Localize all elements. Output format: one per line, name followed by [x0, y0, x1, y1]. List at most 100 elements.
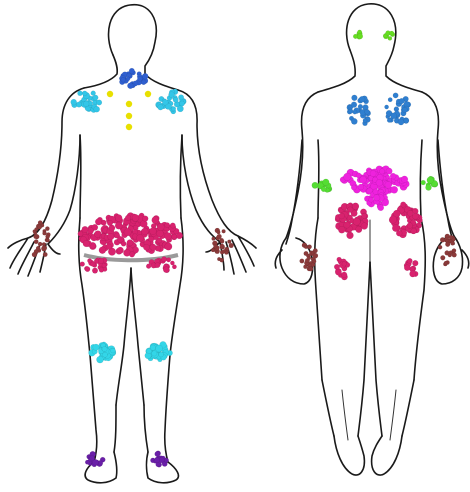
hands-dot [34, 240, 38, 244]
thighs-dot [155, 263, 160, 268]
shoulder-front-dot [94, 106, 100, 112]
buttocks-dot [389, 216, 397, 224]
buttocks-dot [407, 210, 413, 216]
buttocks-dot [338, 226, 345, 233]
hips-front-dot [127, 240, 133, 246]
neck-front-dot [129, 68, 134, 73]
hands-dot [36, 246, 40, 250]
knees-dot [102, 347, 107, 352]
back-of-head-dot [353, 34, 358, 39]
hands-dot [46, 239, 50, 243]
chest-point-dot [145, 91, 151, 97]
hips-front-marking [78, 213, 183, 258]
shoulder-front-dot [162, 99, 168, 105]
lower-back-dot [370, 170, 376, 176]
upper-back-dot [349, 109, 353, 113]
thighs-marking [80, 258, 108, 274]
thighs-dot [170, 261, 174, 265]
hands-dot [220, 244, 224, 248]
thighs-dot [99, 268, 104, 273]
hands-dot [445, 242, 450, 247]
shoulder-front-dot [180, 101, 185, 106]
thighs-dot [172, 265, 176, 269]
hips-front-dot [115, 215, 122, 222]
lower-back-dot [376, 179, 383, 186]
lower-back-dot [351, 185, 356, 190]
buttocks-dot [407, 223, 413, 229]
feet-dot [156, 462, 161, 467]
upper-back-dot [352, 95, 358, 101]
back-of-head-marking [383, 31, 395, 41]
lower-back-dot [386, 168, 392, 174]
hands-dot [211, 248, 215, 252]
buttocks-dot [412, 260, 418, 266]
hips-front-dot [152, 217, 159, 224]
neck-front-marking [119, 68, 148, 89]
shoulder-front-dot [178, 95, 183, 100]
knees-marking [145, 341, 173, 362]
elbows-dot [427, 177, 434, 184]
buttocks-dot [410, 271, 416, 277]
upper-back-dot [393, 93, 398, 98]
hips-front-dot [142, 216, 148, 222]
buttocks-dot [356, 226, 363, 233]
upper-back-dot [404, 118, 409, 123]
hands-dot [32, 252, 37, 257]
shoulder-front-dot [76, 102, 82, 108]
hips-front-dot [150, 244, 156, 250]
knees-dot [97, 356, 104, 363]
upper-back-dot [402, 107, 408, 113]
lower-back-dot [360, 176, 367, 183]
upper-back-dot [387, 118, 391, 122]
hands-dot [307, 256, 311, 260]
neck-front-dot [121, 77, 126, 82]
shoulder-front-dot [82, 91, 87, 96]
hands-dot [38, 221, 42, 225]
knees-dot [159, 352, 164, 357]
upper-back-dot [353, 110, 357, 114]
back-of-head-dot [389, 31, 394, 36]
thighs-dot [166, 258, 171, 263]
hands-dot [222, 229, 226, 233]
hips-front-dot [99, 247, 106, 254]
lower-back-dot [390, 173, 396, 179]
knees-dot [111, 348, 116, 353]
hands-dot [220, 258, 224, 262]
back-left-foot-outline [334, 436, 364, 475]
shoulder-front-dot [78, 91, 83, 96]
elbows-marking [421, 176, 438, 190]
knees-dot [156, 345, 163, 352]
buttocks-dot [339, 213, 345, 219]
chest-point-dot [126, 124, 132, 130]
shoulder-front-marking [71, 91, 102, 113]
hips-front-dot [143, 244, 149, 250]
buttocks-dot [353, 218, 360, 225]
feet-dot [155, 451, 160, 456]
shoulder-front-dot [171, 107, 176, 112]
hands-dot [227, 240, 231, 244]
shoulder-front-dot [177, 106, 183, 112]
thighs-dot [91, 262, 96, 267]
thighs-dot [98, 258, 104, 264]
upper-back-dot [385, 105, 389, 109]
hands-dot [34, 234, 39, 239]
hips-front-dot [125, 215, 131, 221]
upper-back-dot [365, 109, 370, 114]
hips-front-dot [149, 228, 156, 235]
elbows-dot [312, 182, 318, 188]
hands-dot [444, 261, 448, 265]
back-head-outline [347, 4, 422, 92]
elbows-dot [426, 185, 432, 191]
shoulder-front-dot [169, 92, 175, 98]
buttocks-dot [400, 202, 406, 208]
hips-front-dot [108, 233, 115, 240]
hands-dot [38, 242, 42, 246]
hips-front-dot [157, 223, 164, 230]
hips-front-dot [117, 247, 124, 254]
shoulder-front-dot [93, 95, 98, 100]
hands-dot [450, 241, 454, 245]
back-of-head-dot [388, 36, 392, 40]
thighs-dot [80, 262, 85, 267]
